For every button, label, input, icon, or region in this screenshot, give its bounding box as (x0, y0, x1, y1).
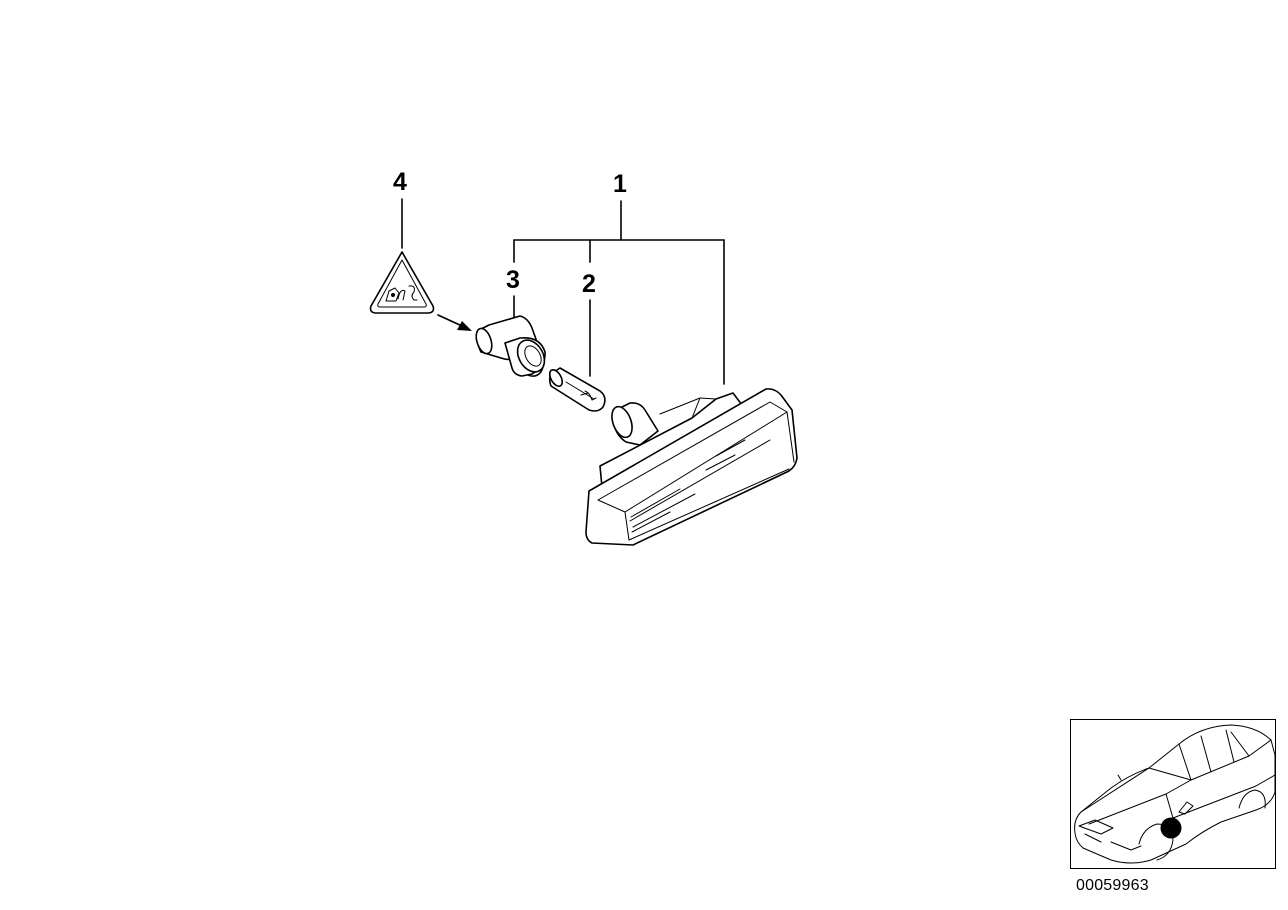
car-location-thumbnail (1070, 719, 1276, 869)
location-marker (1160, 817, 1182, 839)
diagram-id: 00059963 (1076, 877, 1149, 894)
side-repeater-lamp-part (585, 388, 798, 546)
bulb-socket-part (475, 315, 546, 377)
callout-2-label: 2 (582, 270, 596, 298)
callout-4-label: 4 (393, 168, 407, 196)
callout-1-label: 1 (613, 170, 627, 198)
callout-1[interactable]: 1 (513, 170, 725, 385)
car-outline-icon (1074, 724, 1276, 864)
arrow-icon (437, 314, 472, 331)
callout-4[interactable]: 4 (393, 168, 407, 249)
callout-2[interactable]: 2 (582, 270, 596, 377)
callout-3-label: 3 (506, 266, 520, 294)
hand-tool-warning-icon (369, 251, 435, 314)
callout-3[interactable]: 3 (506, 266, 520, 323)
wedge-bulb-part (548, 367, 606, 412)
